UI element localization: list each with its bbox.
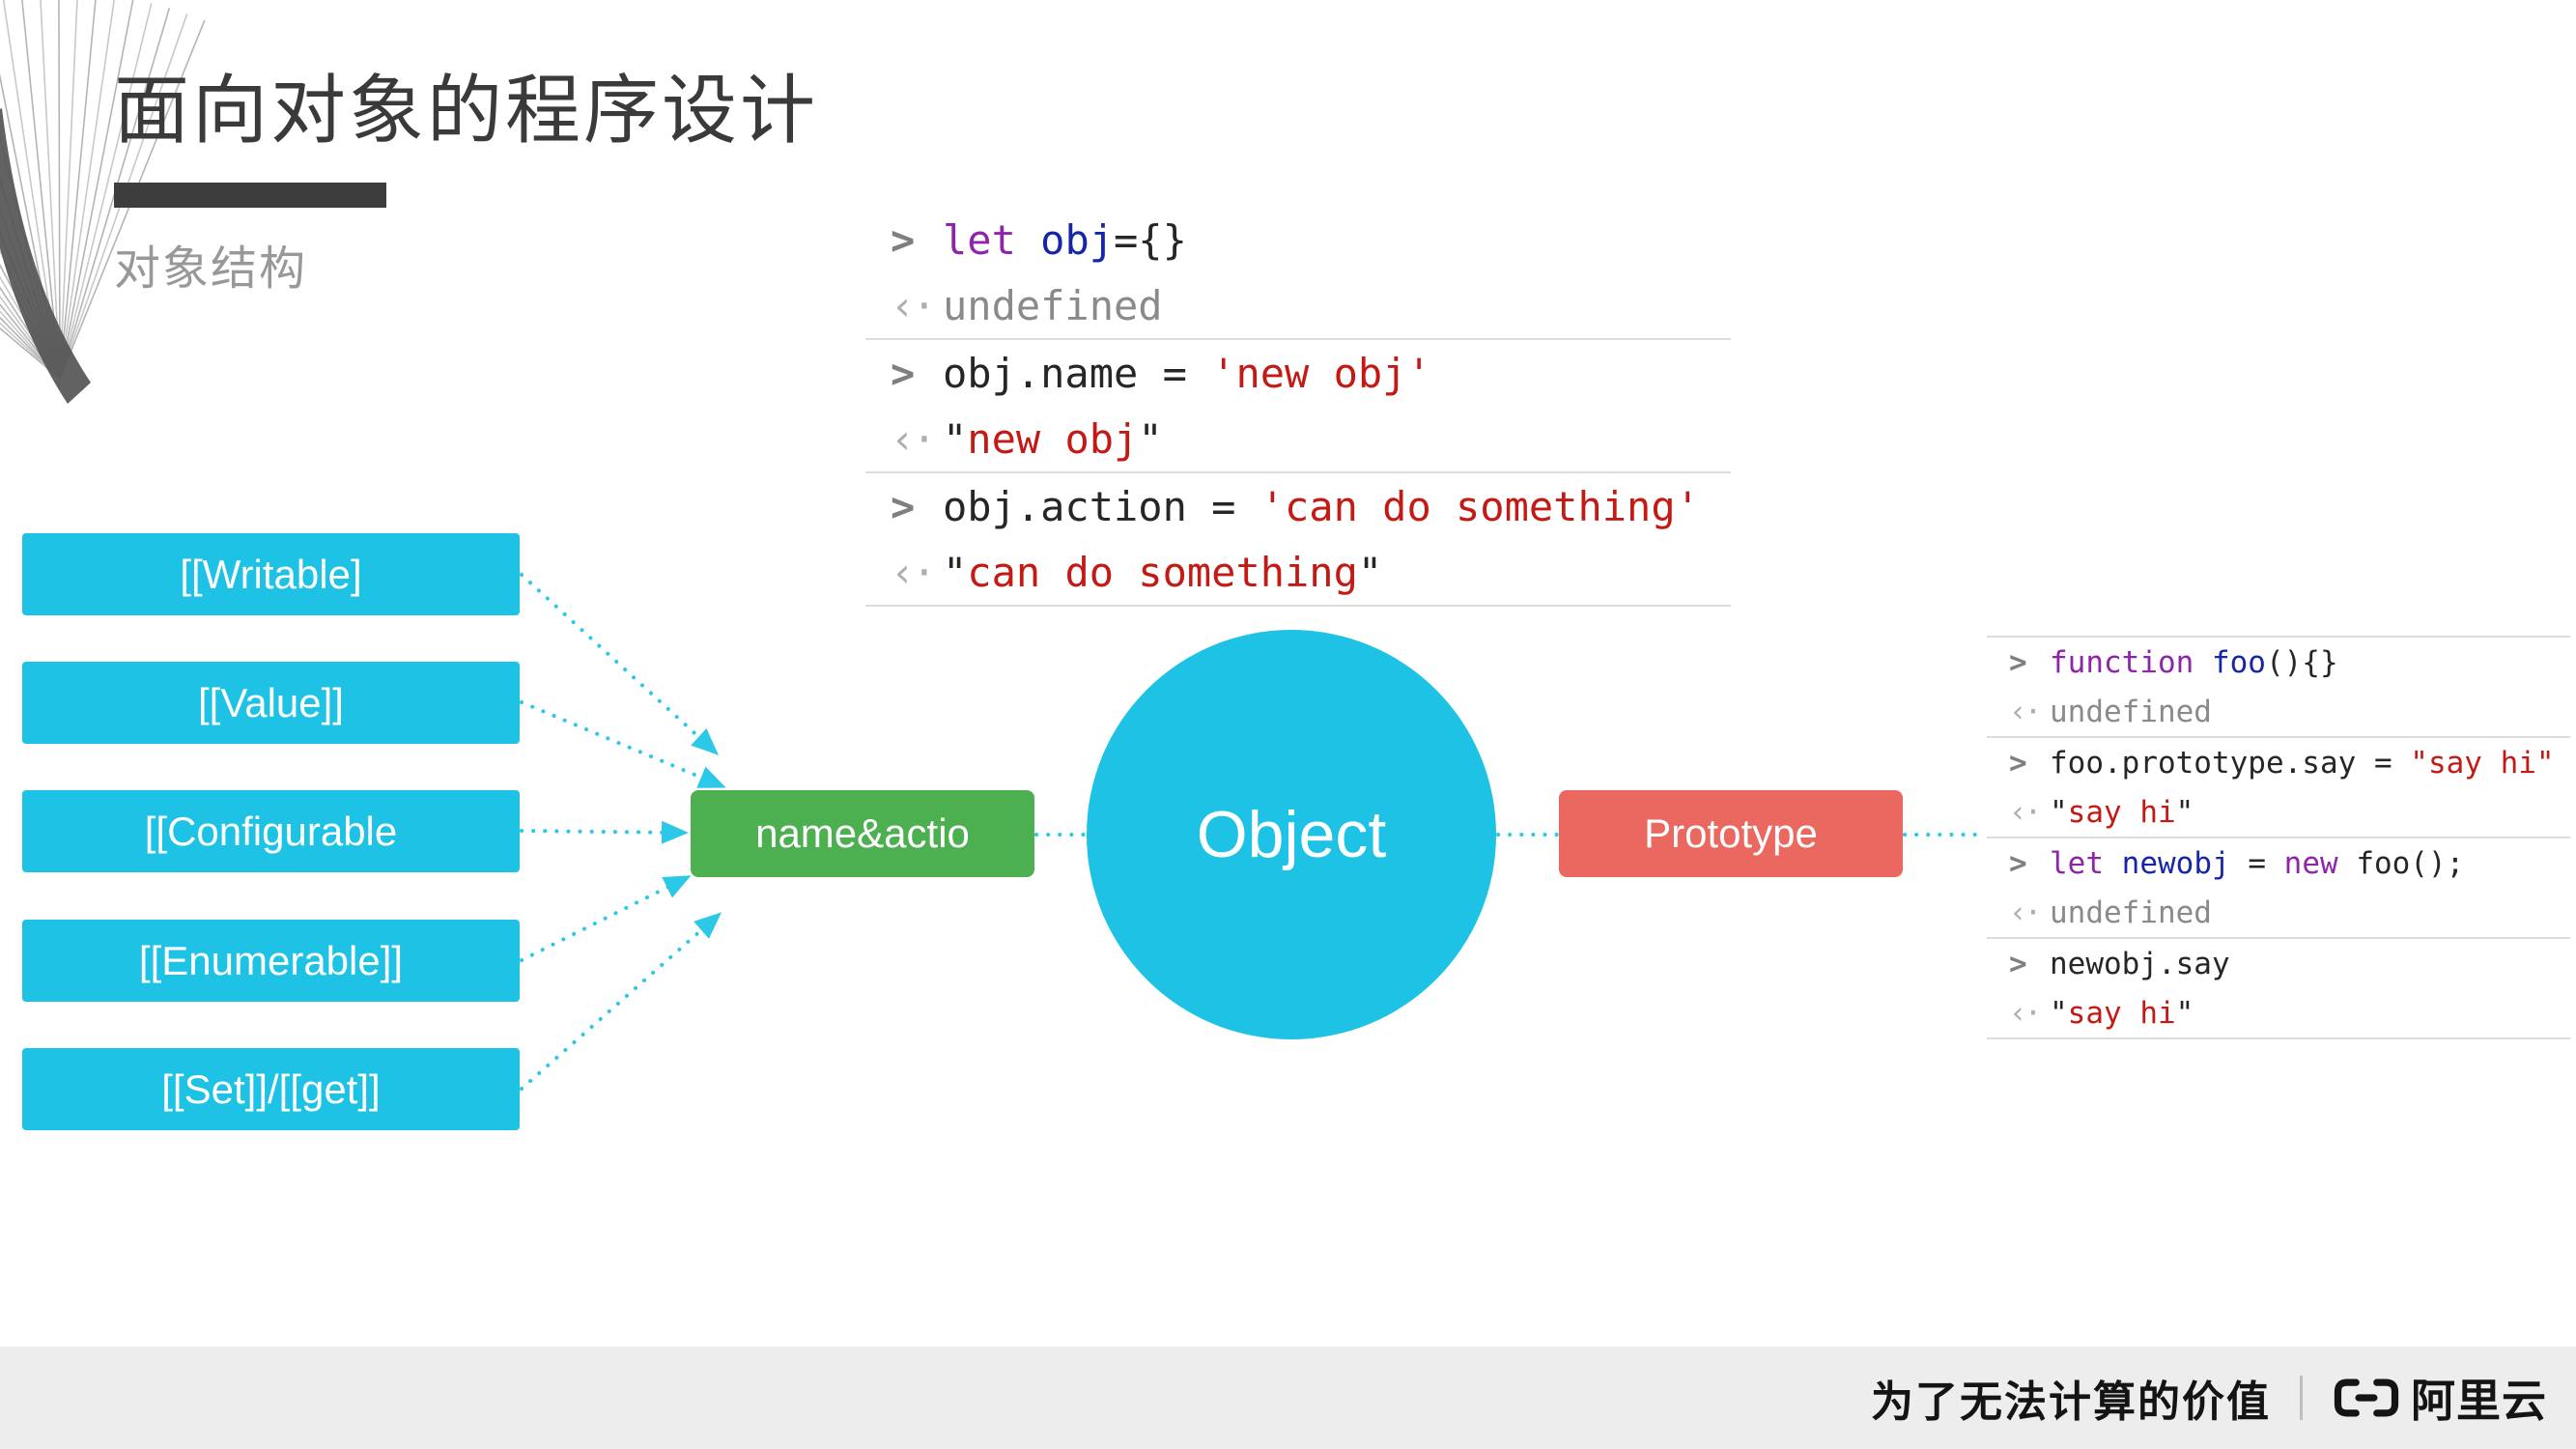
footer-bar: 为了无法计算的价值 阿里云 bbox=[0, 1347, 2576, 1449]
attribute-box: [[Set]]/[[get]] bbox=[22, 1048, 520, 1130]
attribute-box: [[Value]] bbox=[22, 662, 520, 744]
console-code-text: let newobj = new foo(); bbox=[2050, 845, 2465, 881]
console-output-prompt-icon: ‹· bbox=[891, 548, 937, 596]
console-input-prompt-icon: > bbox=[2009, 946, 2027, 981]
page-subtitle: 对象结构 bbox=[114, 243, 308, 295]
footer-divider bbox=[2300, 1376, 2303, 1420]
console-output-prompt-icon: ‹· bbox=[2009, 995, 2042, 1031]
console-entry: >function foo(){}‹·undefined bbox=[1987, 638, 2570, 738]
console-output-prompt-icon: ‹· bbox=[2009, 895, 2042, 930]
footer-brand-name: 阿里云 bbox=[2411, 1376, 2547, 1426]
console-code-text: obj.name = 'new obj' bbox=[943, 349, 1431, 397]
console-code-text: function foo(){} bbox=[2050, 644, 2338, 680]
console-entry: >foo.prototype.say = "say hi"‹·"say hi" bbox=[1987, 738, 2570, 838]
console-code-text: newobj.say bbox=[2050, 946, 2230, 981]
object-circle: Object bbox=[1087, 630, 1496, 1039]
console-input-row: > newobj.say bbox=[1987, 939, 2570, 988]
attribute-box: [[Configurable bbox=[22, 790, 520, 872]
fan-decoration bbox=[0, 0, 206, 404]
console-input-prompt-icon: > bbox=[2009, 644, 2027, 680]
console-input-prompt-icon: > bbox=[891, 482, 916, 530]
console-output-row: ‹·undefined bbox=[1987, 687, 2570, 736]
name-action-box: name&actio bbox=[691, 790, 1034, 877]
attribute-box: [[Writable] bbox=[22, 533, 520, 615]
prototype-box: Prototype bbox=[1559, 790, 1903, 877]
console-output-row: ‹·"say hi" bbox=[1987, 787, 2570, 837]
console-entry: >let obj={}‹·undefined bbox=[865, 207, 1731, 340]
console-code-text: undefined bbox=[2050, 895, 2212, 930]
aliyun-logo-icon bbox=[2334, 1378, 2399, 1417]
page-title: 面向对象的程序设计 bbox=[114, 68, 819, 153]
console-input-prompt-icon: > bbox=[2009, 745, 2027, 781]
console-input-prompt-icon: > bbox=[891, 215, 916, 264]
console-code-text: undefined bbox=[943, 281, 1163, 329]
console-code-text: let obj={} bbox=[943, 215, 1187, 264]
console-input-row: > obj.name = 'new obj' bbox=[865, 340, 1731, 406]
console-code-text: "say hi" bbox=[2050, 794, 2194, 830]
console-input-prompt-icon: > bbox=[891, 349, 916, 397]
console-input-row: > let obj={} bbox=[865, 207, 1731, 272]
console-output-row: ‹·"new obj" bbox=[865, 406, 1731, 471]
console-code-text: "new obj" bbox=[943, 414, 1163, 463]
footer-slogan: 为了无法计算的价值 bbox=[1871, 1378, 2271, 1426]
attribute-box: [[Enumerable]] bbox=[22, 920, 520, 1002]
console-output-prompt-icon: ‹· bbox=[2009, 694, 2042, 729]
console-output-prompt-icon: ‹· bbox=[891, 414, 937, 463]
console-output-row: ‹·undefined bbox=[1987, 888, 2570, 937]
console-input-row: > let newobj = new foo(); bbox=[1987, 838, 2570, 888]
console-output-row: ‹·"say hi" bbox=[1987, 988, 2570, 1037]
console-output-row: ‹·undefined bbox=[865, 272, 1731, 338]
console-code-text: undefined bbox=[2050, 694, 2212, 729]
console-code-text: "say hi" bbox=[2050, 995, 2194, 1031]
console-code-text: obj.action = 'can do something' bbox=[943, 482, 1700, 530]
console-entry: >newobj.say‹·"say hi" bbox=[1987, 939, 2570, 1039]
console-output-row: ‹·"can do something" bbox=[865, 539, 1731, 605]
console-code-text: "can do something" bbox=[943, 548, 1383, 596]
console-entry: >let newobj = new foo();‹·undefined bbox=[1987, 838, 2570, 939]
console-entry: >obj.name = 'new obj'‹·"new obj" bbox=[865, 340, 1731, 473]
console-input-prompt-icon: > bbox=[2009, 845, 2027, 881]
console-input-row: > foo.prototype.say = "say hi" bbox=[1987, 738, 2570, 787]
console-panel-top: >let obj={}‹·undefined>obj.name = 'new o… bbox=[865, 207, 1731, 607]
title-underline bbox=[114, 183, 386, 208]
console-panel-right: >function foo(){}‹·undefined>foo.prototy… bbox=[1987, 636, 2570, 1039]
footer-brand: 阿里云 bbox=[2332, 1366, 2547, 1430]
console-output-prompt-icon: ‹· bbox=[891, 281, 937, 329]
console-input-row: > obj.action = 'can do something' bbox=[865, 473, 1731, 539]
console-code-text: foo.prototype.say = "say hi" bbox=[2050, 745, 2555, 781]
console-input-row: > function foo(){} bbox=[1987, 638, 2570, 687]
console-entry: >obj.action = 'can do something'‹·"can d… bbox=[865, 473, 1731, 607]
fan-swoosh bbox=[0, 108, 91, 404]
console-output-prompt-icon: ‹· bbox=[2009, 794, 2042, 830]
